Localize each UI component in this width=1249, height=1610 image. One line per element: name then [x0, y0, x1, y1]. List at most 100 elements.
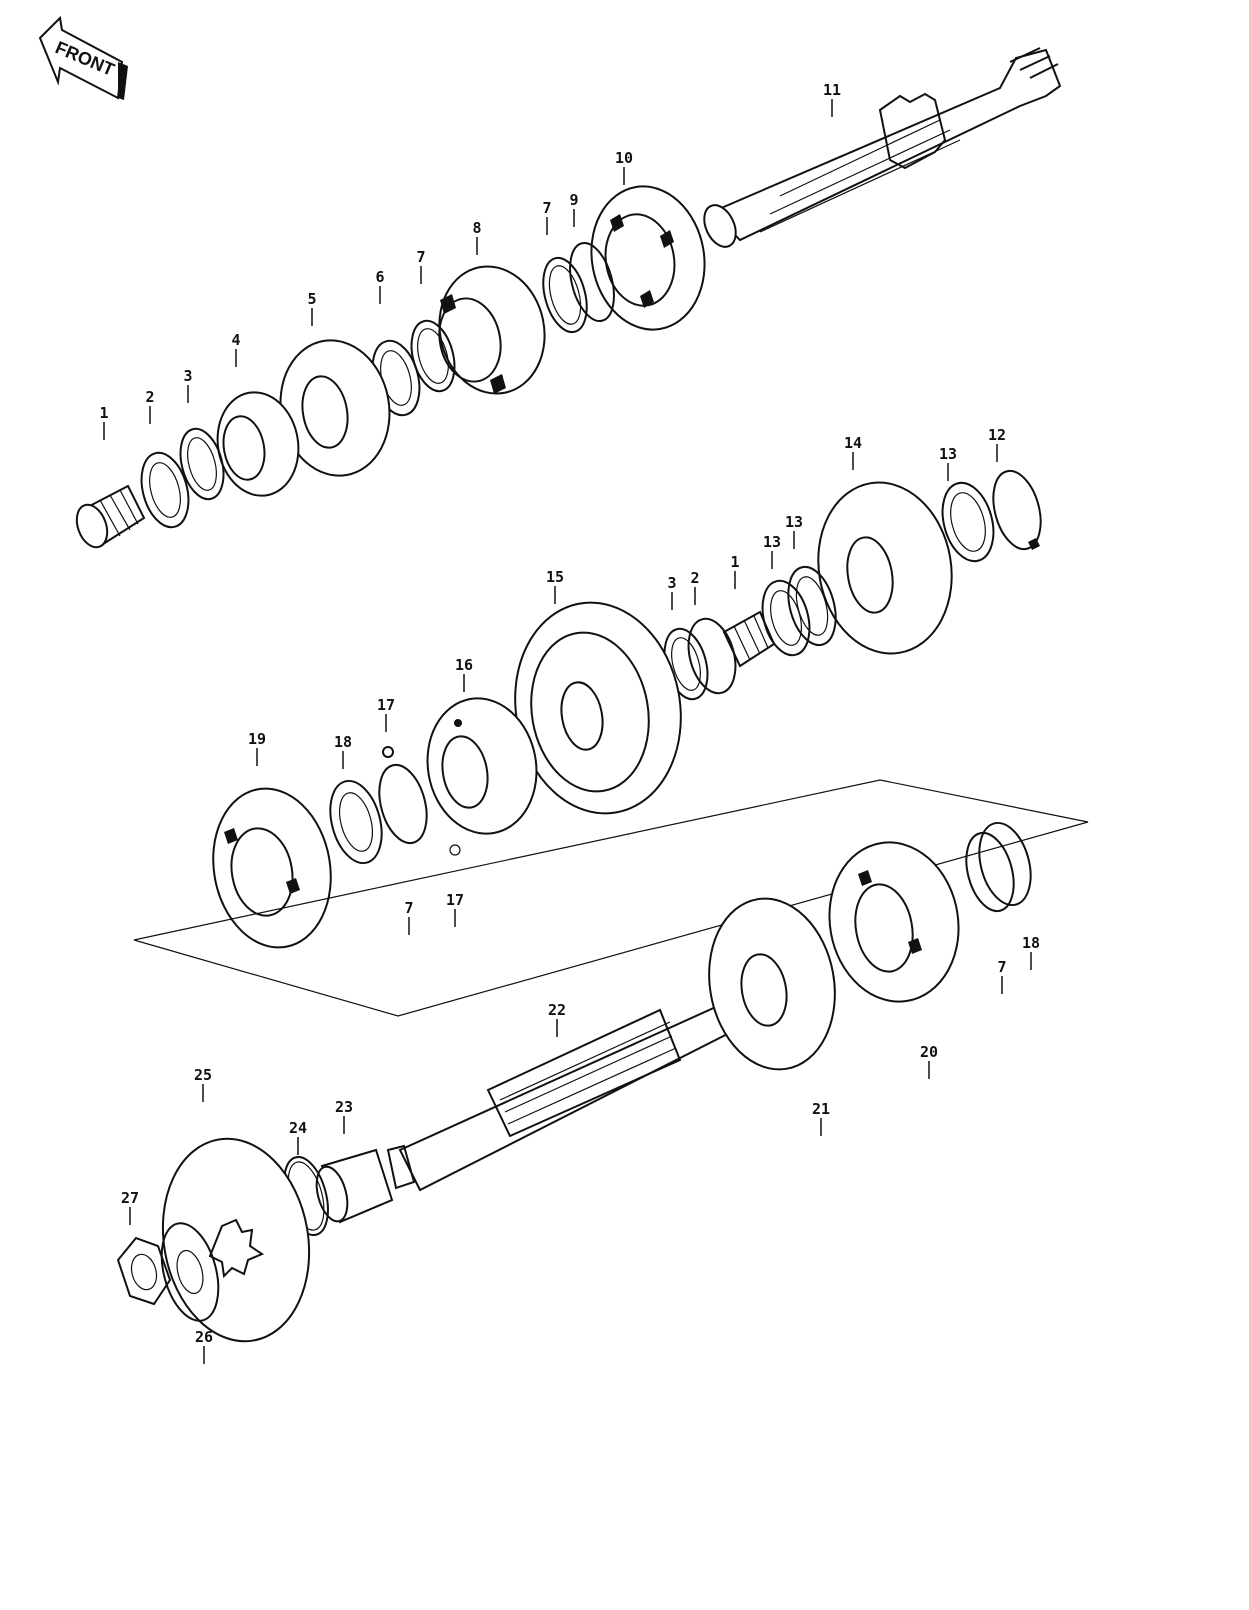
callout-c7b: 7	[542, 199, 552, 235]
part-number-label: 11	[823, 81, 841, 99]
circlip-7-middle	[378, 763, 428, 845]
part-number-label: 2	[690, 569, 699, 587]
gear-20	[828, 841, 960, 1003]
part-number-label: 25	[194, 1066, 212, 1084]
part-number-label: 4	[231, 331, 240, 349]
callout-c23: 23	[335, 1098, 353, 1134]
gear-19	[212, 787, 332, 949]
callout-c17a: 17	[377, 696, 395, 732]
part-number-label: 12	[988, 426, 1006, 444]
part-number-label: 22	[548, 1001, 566, 1019]
part-number-label: 17	[377, 696, 395, 714]
callout-c9: 9	[569, 191, 579, 227]
part-number-label: 6	[375, 268, 384, 286]
gear-10	[590, 185, 706, 331]
callout-c8: 8	[472, 219, 482, 255]
assembly-guide-frame	[133, 779, 1089, 1017]
callout-c21: 21	[812, 1100, 830, 1136]
callout-c27: 27	[121, 1189, 139, 1225]
part-number-label: 10	[615, 149, 633, 167]
part-number-label: 1	[730, 553, 739, 571]
callout-c26: 26	[195, 1328, 213, 1364]
callout-c13a: 13	[939, 445, 957, 481]
callout-c12: 12	[988, 426, 1006, 462]
steel-ball-17-upper	[382, 746, 394, 758]
callout-c13b: 13	[785, 513, 803, 549]
part-number-label: 18	[1022, 934, 1040, 952]
part-number-label: 2	[145, 388, 154, 406]
callout-c15: 15	[546, 568, 564, 604]
front-label: FRONT	[52, 37, 117, 80]
gear-8	[438, 265, 546, 395]
part-number-label: 15	[546, 568, 564, 586]
gear-4	[216, 391, 300, 497]
shaft-spline-gear	[878, 92, 947, 170]
part-number-label: 3	[183, 367, 192, 385]
washer-18-middle	[329, 779, 383, 865]
callout-c17b: 17	[446, 891, 464, 927]
part-number-label: 24	[289, 1119, 307, 1137]
callout-c25: 25	[194, 1066, 212, 1102]
callout-c10: 10	[615, 149, 633, 185]
callout-c6: 6	[375, 268, 385, 304]
circlip-7-lower	[965, 831, 1015, 913]
steel-ball-17-lower	[449, 844, 461, 856]
gear-15	[514, 601, 682, 815]
callout-c2a: 2	[145, 388, 155, 424]
part-number-label: 19	[248, 730, 266, 748]
part-number-label: 7	[416, 248, 425, 266]
part-number-label: 27	[121, 1189, 139, 1207]
drive-shaft-22	[386, 990, 757, 1192]
collar-13-left	[761, 579, 811, 657]
part-number-label: 17	[446, 891, 464, 909]
callout-c3b: 3	[667, 574, 677, 610]
washer-2-middle	[687, 617, 737, 695]
washer-18-lower	[978, 821, 1032, 907]
callout-c13c: 13	[763, 533, 781, 569]
washer-2-upper	[140, 451, 190, 529]
part-number-label: 23	[335, 1098, 353, 1116]
callout-c5: 5	[307, 290, 317, 326]
part-number-label: 20	[920, 1043, 938, 1061]
washer-13-right	[941, 481, 995, 563]
nut-27	[116, 1236, 172, 1306]
part-number-label: 5	[307, 290, 316, 308]
needle-bearing-1-middle	[722, 610, 776, 668]
part-number-label: 7	[997, 958, 1006, 976]
part-number-label: 18	[334, 733, 352, 751]
part-number-label: 13	[763, 533, 781, 551]
callout-c1a: 1	[99, 404, 109, 440]
callout-c2b: 2	[690, 569, 700, 605]
part-number-label: 16	[455, 656, 473, 674]
callout-c14: 14	[844, 434, 862, 470]
callout-c20: 20	[920, 1043, 938, 1079]
part-number-label: 7	[542, 199, 551, 217]
circlip-9	[569, 242, 615, 322]
callout-c1b: 1	[730, 553, 740, 589]
callout-c16: 16	[455, 656, 473, 692]
washer-3-upper	[179, 427, 225, 501]
callout-c22: 22	[548, 1001, 566, 1037]
part-number-label: 21	[812, 1100, 830, 1118]
gear-21	[708, 897, 836, 1071]
callout-c3a: 3	[183, 367, 193, 403]
part-number-label: 13	[939, 445, 957, 463]
callout-c18b: 18	[1022, 934, 1040, 970]
part-number-label: 3	[667, 574, 676, 592]
callout-c24: 24	[289, 1119, 307, 1155]
callout-c18a: 18	[334, 733, 352, 769]
front-direction-badge: FRONT	[38, 15, 128, 100]
countershaft-11	[703, 47, 1062, 248]
part-number-label: 7	[404, 899, 413, 917]
callout-c4: 4	[231, 331, 241, 367]
part-number-label: 13	[785, 513, 803, 531]
callout-c19: 19	[248, 730, 266, 766]
sprocket-25	[161, 1137, 311, 1343]
part-number-label: 8	[472, 219, 481, 237]
lock-washer-26	[160, 1222, 220, 1322]
callout-c11: 11	[823, 81, 841, 117]
callout-c7d: 7	[997, 958, 1007, 994]
part-number-label: 14	[844, 434, 862, 452]
gear-16	[426, 697, 538, 835]
